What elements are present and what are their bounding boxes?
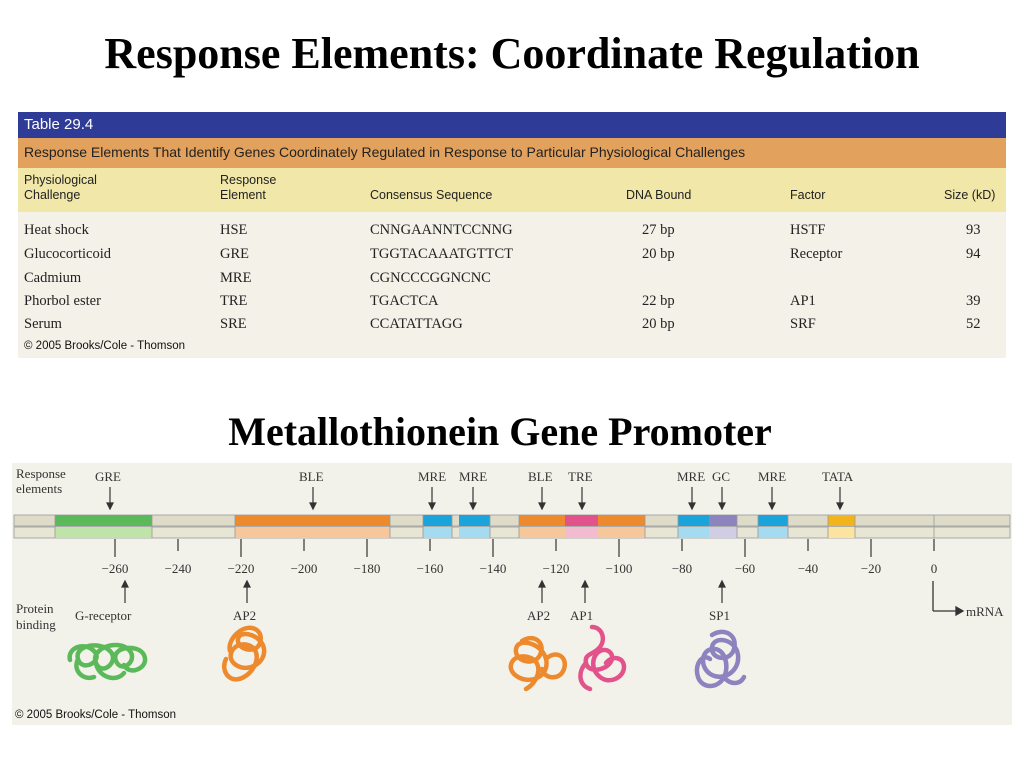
- axis-tick-label: −180: [354, 561, 381, 576]
- cell-element: MRE: [220, 270, 252, 286]
- axis-tick-label: −40: [798, 561, 818, 576]
- cell-sequence: TGGTACAAATGTTCT: [370, 246, 514, 262]
- mre-box: [678, 515, 709, 526]
- element-label-gre: GRE: [95, 469, 121, 484]
- element-label-tata: TATA: [822, 469, 854, 484]
- response-elements-label: Response elements: [16, 466, 66, 496]
- cell-size: 52: [966, 316, 981, 332]
- section-title: Metallothionein Gene Promoter: [228, 409, 772, 454]
- mrna-label: mRNA: [966, 604, 1004, 619]
- cell-size: 39: [966, 293, 981, 309]
- axis-tick-label: −260: [102, 561, 129, 576]
- cell-challenge: Glucocorticoid: [24, 246, 111, 262]
- dna-strand: [13, 514, 1011, 539]
- element-arrows: [106, 487, 844, 511]
- promoter-diagram: Response elements Protein binding GRE BL…: [12, 463, 1012, 725]
- cell-sequence: CGNCCCGGNCNC: [370, 270, 491, 286]
- cell-sequence: TGACTCA: [370, 293, 439, 309]
- cell-element: TRE: [220, 293, 248, 309]
- table-caption: Response Elements That Identify Genes Co…: [24, 144, 746, 160]
- protein-arrows: [121, 579, 726, 603]
- cell-dna-bound: 22 bp: [642, 293, 675, 309]
- cell-element: HSE: [220, 222, 248, 238]
- axis-tick-label: −100: [606, 561, 633, 576]
- cell-dna-bound: 20 bp: [642, 316, 675, 332]
- table-header-bar: Table 29.4: [18, 112, 1006, 138]
- axis-tick-label: −80: [672, 561, 692, 576]
- cell-factor: SRF: [790, 316, 816, 332]
- cell-sequence: CNNGAANNTCCNNG: [370, 222, 513, 238]
- cell-element: GRE: [220, 246, 249, 262]
- axis-tick-label: −140: [480, 561, 507, 576]
- gre-box: [55, 515, 152, 526]
- table-copyright: © 2005 Brooks/Cole - Thomson: [24, 340, 186, 352]
- axis-tick-labels: −260−240−220−200−180−160−140−120−100−80−…: [102, 561, 938, 576]
- element-label-ble: BLE: [299, 469, 324, 484]
- mrna-arrow: [932, 581, 965, 617]
- element-label-ble: BLE: [528, 469, 553, 484]
- protein-label-sp1: SP1: [709, 608, 730, 623]
- ble-box: [598, 515, 645, 526]
- cell-factor: AP1: [790, 293, 816, 309]
- column-header-size: Size (kD): [944, 188, 996, 202]
- cell-challenge: Phorbol ester: [24, 293, 101, 309]
- column-header-element: Response Element: [220, 173, 277, 202]
- tre-box: [565, 515, 598, 526]
- cell-factor: HSTF: [790, 222, 826, 238]
- element-label-tre: TRE: [568, 469, 593, 484]
- cell-dna-bound: 20 bp: [642, 246, 675, 262]
- cell-challenge: Cadmium: [24, 270, 82, 286]
- element-label-gc: GC: [712, 469, 731, 484]
- protein-label-ap2: AP2: [527, 608, 551, 623]
- ap2-protein: [222, 625, 267, 682]
- axis-tick-label: −240: [165, 561, 192, 576]
- element-label-mre: MRE: [758, 469, 787, 484]
- g-receptor-protein: [67, 642, 148, 681]
- axis-tick-label: −120: [543, 561, 570, 576]
- axis-tick-label: −60: [735, 561, 755, 576]
- column-header-dna-bound: DNA Bound: [626, 188, 692, 202]
- ble-box: [519, 515, 565, 526]
- table-panel: Table 29.4 Response Elements That Identi…: [18, 112, 1006, 358]
- protein-label-ap1: AP1: [570, 608, 594, 623]
- column-header-sequence: Consensus Sequence: [370, 188, 493, 202]
- ap2-protein: [508, 635, 568, 692]
- axis-tick-label: −200: [291, 561, 318, 576]
- table-label: Table 29.4: [24, 116, 94, 133]
- diagram-copyright: © 2005 Brooks/Cole - Thomson: [15, 709, 177, 721]
- cell-sequence: CCATATTAGG: [370, 316, 463, 332]
- column-header-factor: Factor: [790, 188, 826, 202]
- mre-box: [423, 515, 452, 526]
- axis-tick-label: −160: [417, 561, 444, 576]
- table-caption-bar: Response Elements That Identify Genes Co…: [18, 138, 1006, 168]
- ap1-protein: [578, 624, 627, 692]
- sp1-protein: [694, 629, 747, 689]
- cell-challenge: Heat shock: [24, 222, 89, 238]
- element-label-mre: MRE: [677, 469, 706, 484]
- tata-box: [828, 515, 855, 526]
- promoter-graphic: −260−240−220−200−180−160−140−120−100−80−…: [13, 487, 1011, 692]
- column-header-challenge: Physiological Challenge: [24, 173, 97, 202]
- cell-factor: Receptor: [790, 246, 843, 262]
- mre-box: [758, 515, 788, 526]
- protein-label-g-receptor: G-receptor: [75, 608, 132, 623]
- slide-title: Response Elements: Coordinate Regulation: [104, 29, 920, 78]
- cell-challenge: Serum: [24, 316, 62, 332]
- mre-box: [459, 515, 490, 526]
- ble-box: [235, 515, 390, 526]
- axis-ticks: [114, 539, 935, 557]
- cell-size: 94: [966, 246, 981, 262]
- element-label-mre: MRE: [418, 469, 447, 484]
- protein-binding-label: Protein binding: [16, 601, 56, 632]
- column-header-row: Physiological Challenge Response Element…: [18, 168, 1006, 212]
- axis-tick-label: 0: [931, 561, 938, 576]
- protein-label-ap2: AP2: [233, 608, 257, 623]
- axis-tick-label: −20: [861, 561, 881, 576]
- gc-box: [709, 515, 737, 526]
- cell-dna-bound: 27 bp: [642, 222, 675, 238]
- axis-tick-label: −220: [228, 561, 255, 576]
- cell-size: 93: [966, 222, 981, 238]
- element-label-mre: MRE: [459, 469, 488, 484]
- cell-element: SRE: [220, 316, 247, 332]
